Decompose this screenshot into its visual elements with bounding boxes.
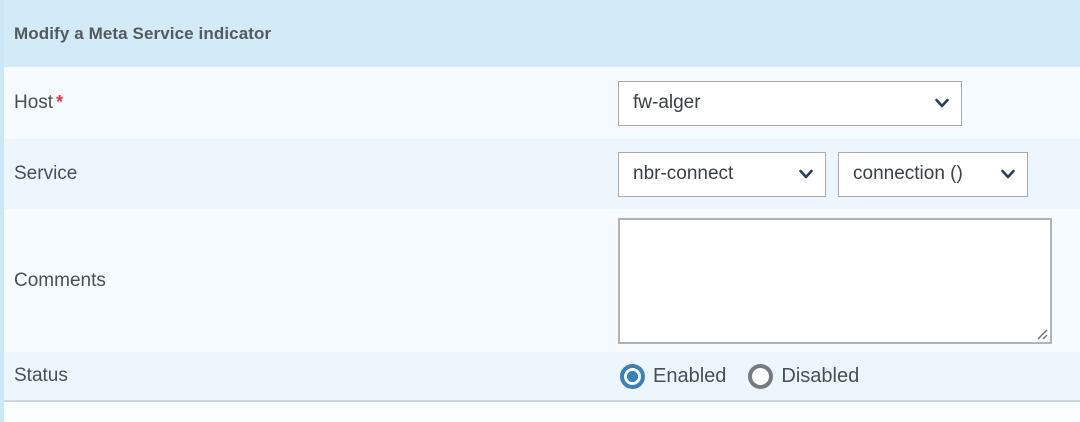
status-option-enabled[interactable]: Enabled: [620, 363, 727, 389]
panel-header: Modify a Meta Service indicator: [4, 0, 1080, 67]
status-field: Enabled Disabled: [618, 363, 1080, 389]
host-select[interactable]: fw-alger: [618, 80, 962, 126]
metric-select-value: connection (): [853, 163, 963, 184]
comments-label-text: Comments: [14, 269, 106, 291]
metric-select[interactable]: connection (): [838, 151, 1028, 197]
form-row-status: Status Enabled Disabled: [4, 352, 1080, 402]
chevron-down-icon: [799, 169, 813, 179]
status-option-disabled-label: Disabled: [781, 364, 860, 387]
service-label: Service: [14, 163, 618, 185]
radio-selected-icon[interactable]: [620, 363, 645, 389]
status-label-text: Status: [14, 365, 68, 386]
required-asterisk: *: [56, 92, 64, 112]
chevron-down-icon: [935, 98, 949, 108]
service-select[interactable]: nbr-connect: [618, 151, 826, 197]
form-row-comments: Comments: [4, 209, 1080, 352]
resize-grip-icon[interactable]: [1034, 326, 1048, 340]
form-row-host: Host* fw-alger: [4, 67, 1080, 139]
host-label-text: Host: [14, 92, 54, 113]
service-field: nbr-connect connection (): [618, 151, 1080, 197]
status-radio-group: Enabled Disabled: [618, 363, 881, 389]
service-select-value: nbr-connect: [633, 163, 734, 184]
host-label: Host*: [14, 92, 618, 114]
status-label: Status: [14, 365, 618, 387]
comments-textarea[interactable]: [618, 217, 1052, 344]
host-field: fw-alger: [618, 80, 1080, 126]
service-label-text: Service: [14, 163, 78, 184]
comments-label: Comments: [14, 270, 618, 292]
chevron-down-icon: [1001, 169, 1015, 179]
page-title: Modify a Meta Service indicator: [14, 23, 272, 43]
comments-field: [618, 217, 1080, 344]
radio-unselected-icon[interactable]: [748, 363, 774, 389]
host-select-value: fw-alger: [633, 92, 701, 113]
status-option-disabled[interactable]: Disabled: [748, 363, 860, 389]
form-row-service: Service nbr-connect connection (): [4, 139, 1080, 209]
status-option-enabled-label: Enabled: [653, 364, 727, 387]
